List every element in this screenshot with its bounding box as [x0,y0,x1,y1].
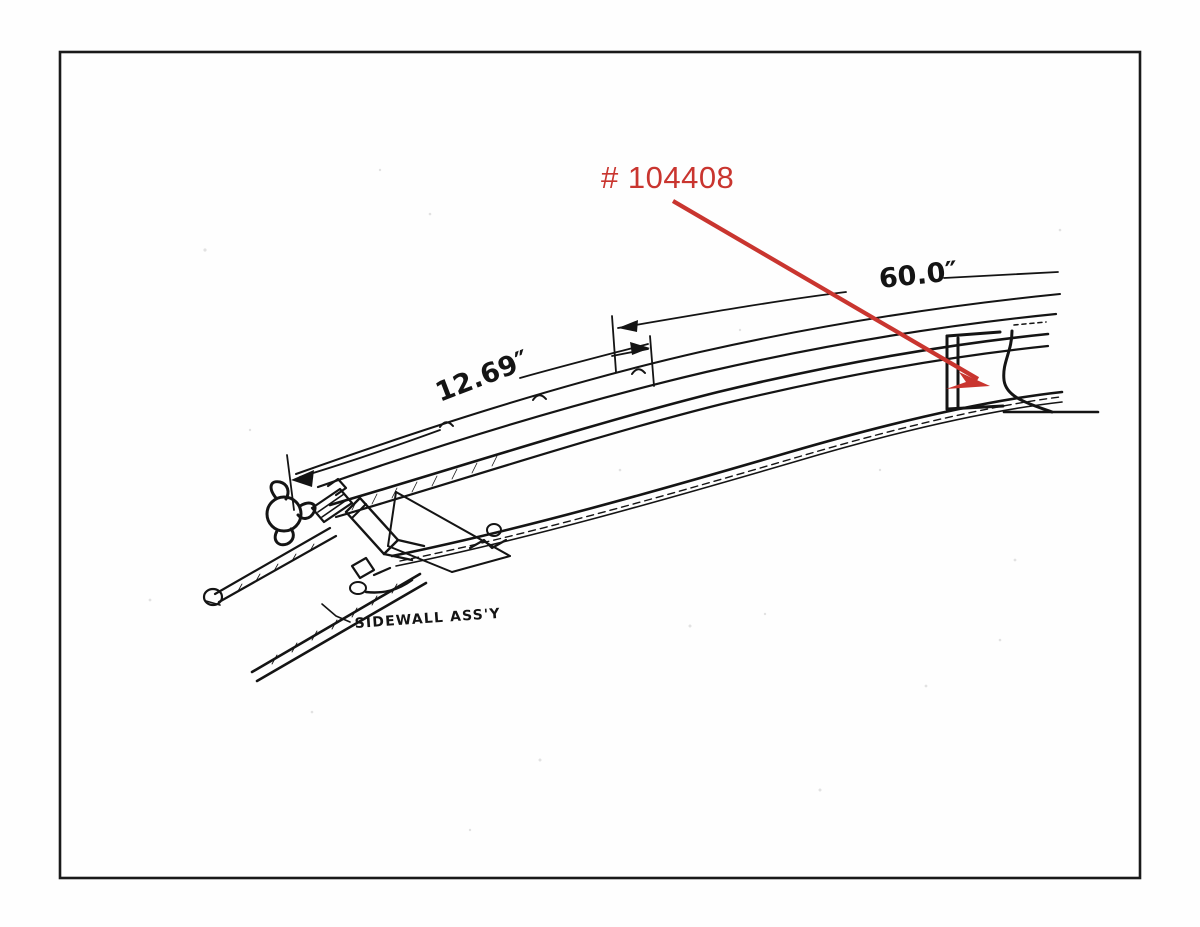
dim-1269-line-left [299,429,441,478]
lower-rail-hatch [237,543,315,592]
dimension-label-segment: 12.69″ [431,345,533,409]
dim-60-extension-line [611,315,617,373]
cross-section-assembly [202,293,1100,683]
retainer-clip-block [310,477,354,524]
fastener-bump-2 [532,394,547,401]
dimension-label-overall: 60.0″ [877,256,958,295]
dim-1269-arrowhead [291,470,314,487]
s-curve-bracket [1002,329,1054,414]
seal-grommet [265,495,303,533]
bulb-terminal-tab [205,600,221,606]
interior-panel-box [387,491,511,573]
upper-inner-skin [316,312,1058,489]
dim-60-line-right [943,271,1059,279]
lower-rail-lower-edge [217,534,338,604]
panel-core-hatch [351,455,498,511]
stepped-profile-detail [468,538,508,550]
dim-1269-tick [286,454,295,511]
fastener-bump-1 [439,421,454,428]
dim-1269-extension-line [649,335,655,387]
lower-inner-skin [395,401,1063,567]
scan-noise [148,168,1062,832]
fastener-bump-3 [631,368,646,375]
seal-upper-lip [269,480,290,501]
part-number-annotation: # 104408 [601,160,990,389]
callout-sidewall-label: SIDEWALL ASS'Y [354,606,501,632]
mounting-feet [349,556,392,595]
inner-skin-centerline [399,396,1061,562]
dim-60-arrowhead [618,320,638,332]
sidewall-assembly [250,572,428,683]
bracket-break-dashes [1013,321,1047,326]
part-number-label: # 104408 [601,160,734,195]
callout-sidewall-leader [321,603,351,623]
upper-outer-skin [295,293,1061,475]
annotation-arrow-head [946,372,990,389]
dim-1269-inner-arrowhead [630,342,650,355]
dim-60-line-left [617,291,847,329]
vertical-channel-member [945,330,1005,411]
drawing-border [58,50,1142,880]
annotation-arrow-shaft [671,199,980,381]
lower-outer-skin [390,390,1064,558]
mid-fastener [486,523,502,537]
bulb-terminal [202,587,224,607]
seal-lower-lip [273,527,295,547]
lower-rail-upper-edge [213,526,332,596]
dimension-overall-length: 60.0″ [611,256,1059,373]
dim-1269-line-right [519,343,649,379]
support-strut-frame [344,496,426,562]
